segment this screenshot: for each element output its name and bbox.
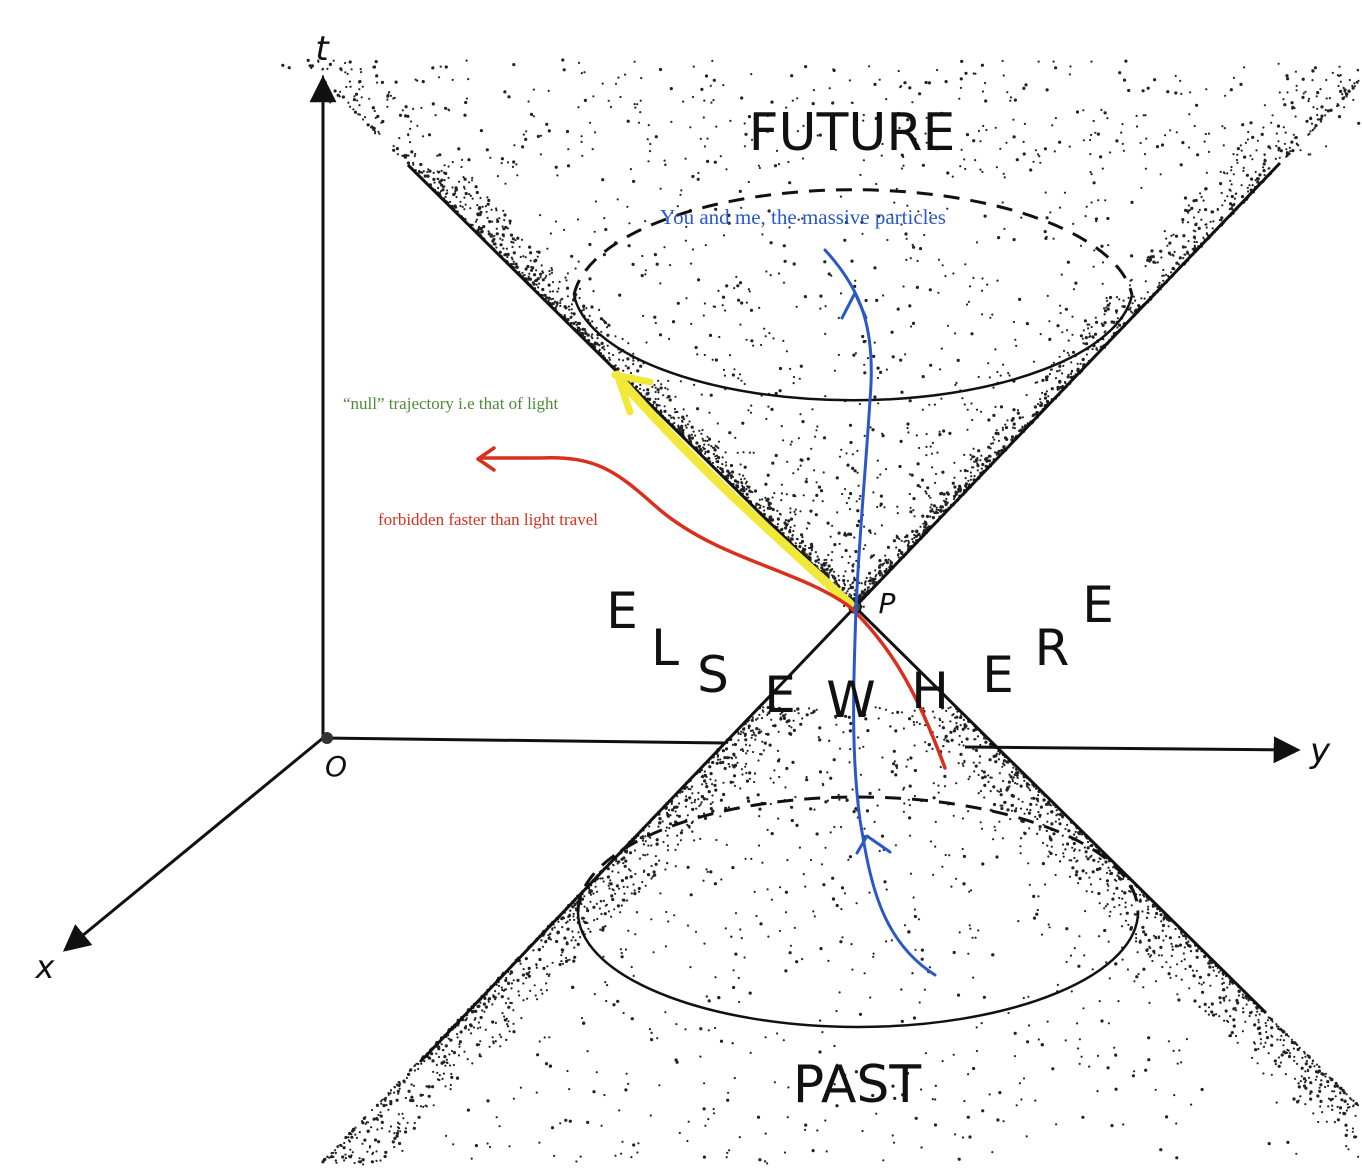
t-axis-label: t	[315, 29, 330, 69]
origin-label: O	[325, 750, 347, 783]
null-trajectory-annotation: “null” trajectory i.e that of light	[343, 394, 559, 413]
past-cone-left-edge	[418, 605, 857, 1064]
massive-worldline	[823, 248, 937, 977]
event-p-label: P	[879, 587, 896, 620]
ftl-annotation: forbidden faster than light travel	[378, 510, 598, 529]
massive-particles-annotation: You and me, the massive particles	[660, 205, 946, 229]
past-cone-right-edge	[853, 605, 1268, 1015]
origin-point	[321, 732, 333, 744]
y-axis-label: y	[1309, 731, 1331, 771]
elsewhere-letter: E	[982, 646, 1014, 704]
x-axis	[62, 736, 324, 952]
ftl-trajectory-path	[478, 455, 947, 770]
y-axis-right-segment	[964, 736, 1301, 764]
elsewhere-letter: H	[911, 662, 949, 720]
elsewhere-letter: E	[764, 666, 796, 724]
null-trajectory-path	[620, 380, 855, 609]
future-ellipse-back	[572, 188, 1134, 296]
massive-arrowhead-lower	[855, 834, 892, 855]
elsewhere-letter: E	[1082, 576, 1114, 634]
past-label: PAST	[793, 1055, 922, 1115]
ftl-trajectory-arrowhead	[476, 446, 496, 472]
future-label: FUTURE	[749, 103, 956, 163]
null-trajectory-arrowhead	[611, 370, 654, 416]
elsewhere-letter: W	[826, 671, 875, 729]
x-axis-label: x	[35, 948, 56, 986]
y-axis-left-segment	[322, 736, 726, 745]
future-ellipse-front	[572, 294, 1134, 402]
elsewhere-label: E L S E W H E R E	[606, 576, 1114, 729]
future-cone-right-edge	[853, 161, 1282, 609]
elsewhere-letter: L	[651, 619, 679, 677]
elsewhere-letter: E	[606, 582, 638, 640]
massive-arrowhead-upper	[840, 291, 868, 320]
past-ellipse-front	[576, 911, 1140, 1029]
elsewhere-letter: S	[697, 646, 729, 704]
past-ellipse-back	[576, 795, 1140, 913]
elsewhere-letter: R	[1035, 619, 1070, 677]
